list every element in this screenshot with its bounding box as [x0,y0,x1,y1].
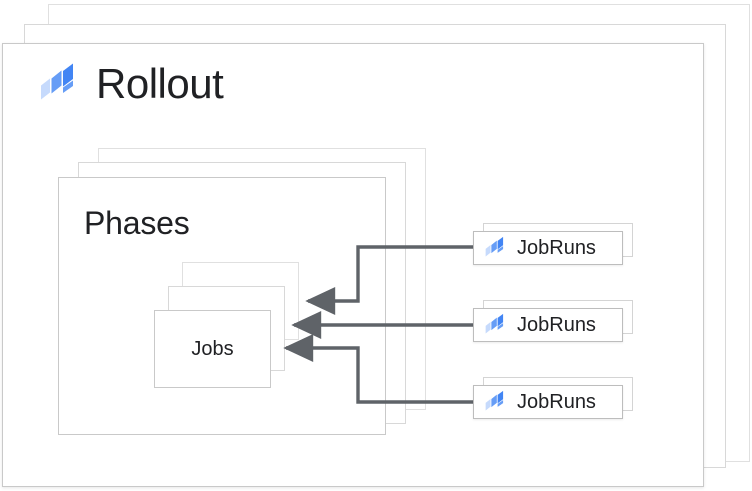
jobruns-card-2[interactable]: JobRuns [473,308,623,342]
jobruns-label: JobRuns [517,314,596,336]
rollout-header: Rollout [38,60,224,107]
phases-label: Phases [84,205,190,241]
jobruns-card-1[interactable]: JobRuns [473,231,623,265]
rollout-logo-icon [485,390,504,411]
page-title: Rollout [96,60,224,107]
jobs-label: Jobs [191,338,234,360]
rollout-logo-icon [485,313,504,334]
jobruns-card-3[interactable]: JobRuns [473,385,623,419]
rollout-logo-icon [485,236,504,257]
jobruns-label: JobRuns [517,391,596,413]
rollout-logo-icon [41,63,73,100]
jobs-card [154,310,271,388]
jobruns-label: JobRuns [517,237,596,259]
